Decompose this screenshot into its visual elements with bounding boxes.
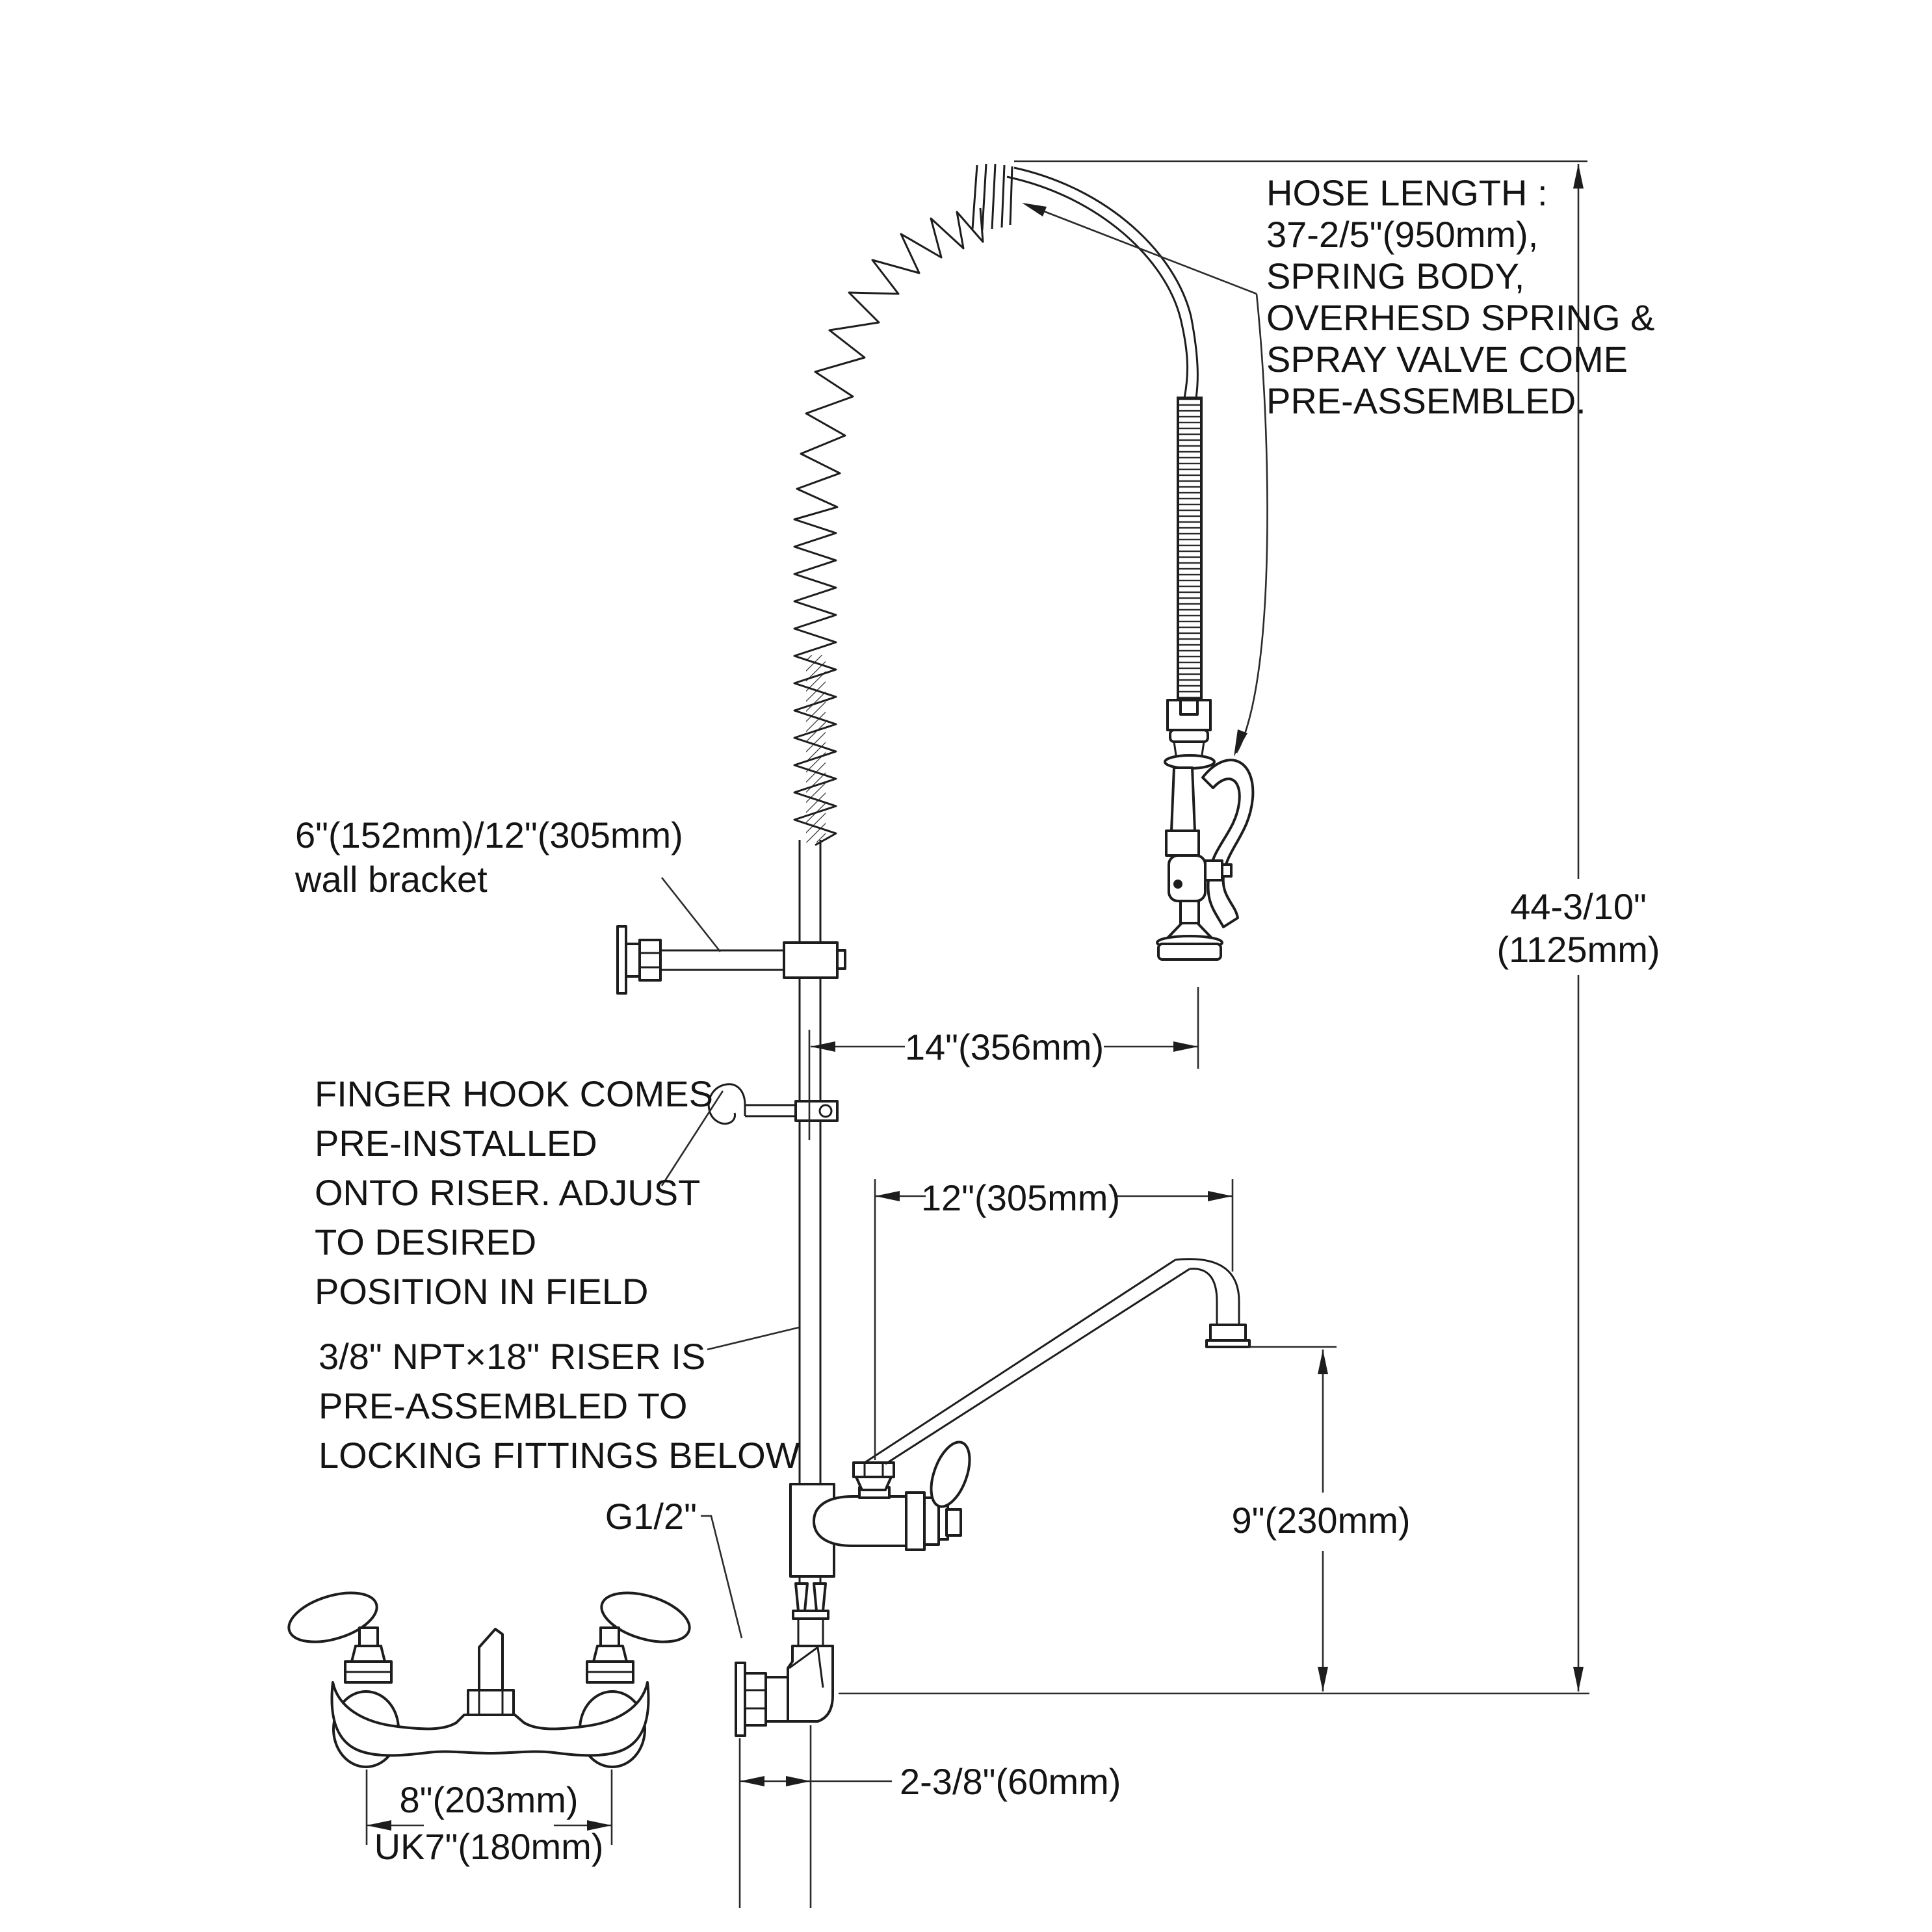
inlet-centers-uk-value: UK7"(180mm) xyxy=(374,1826,604,1867)
faucet-body xyxy=(330,1681,650,1757)
spray-valve xyxy=(1156,699,1255,961)
note-hose-length-line-4: OVERHESD SPRING & xyxy=(1266,297,1654,338)
valve-lower-block xyxy=(1165,829,1200,857)
dim-wall-offset: 2-3/8"(60mm) xyxy=(738,1725,1121,1908)
note-riser: 3/8" NPT×18" RISER IS PRE-ASSEMBLED TO L… xyxy=(319,1326,800,1476)
note-finger-hook-line-1: FINGER HOOK COMES xyxy=(315,1073,713,1114)
wall-offset-value: 2-3/8"(60mm) xyxy=(900,1761,1121,1802)
valve-housing xyxy=(1168,854,1207,902)
finger-hook xyxy=(707,1083,839,1125)
center-outlet-stub xyxy=(467,1628,515,1716)
inlet-centers-value: 8"(203mm) xyxy=(399,1779,578,1820)
add-on-faucet xyxy=(789,1441,971,1578)
note-hose-length: HOSE LENGTH : 37-2/5"(950mm), SPRING BOD… xyxy=(1022,172,1654,757)
bottom-inlet-elbow xyxy=(735,1582,834,1737)
wall-mount-faucet-body xyxy=(287,1591,691,1768)
spout-nozzle xyxy=(1209,1324,1247,1342)
note-finger-hook-line-5: POSITION IN FIELD xyxy=(315,1271,648,1312)
note-wall-bracket: 6"(152mm)/12"(305mm) wall bracket xyxy=(294,815,722,952)
spout-height-value: 9"(230mm) xyxy=(1231,1500,1410,1541)
dim-overall-height: 44-3/10" (1125mm) xyxy=(1496,164,1660,1691)
left-lever-handle xyxy=(287,1591,378,1643)
note-finger-hook-line-2: PRE-INSTALLED xyxy=(315,1123,597,1164)
spray-stem xyxy=(1179,900,1200,924)
reference-lines xyxy=(839,160,1589,1695)
right-lever-handle xyxy=(600,1591,691,1643)
note-finger-hook: FINGER HOOK COMES PRE-INSTALLED ONTO RIS… xyxy=(315,1073,724,1312)
note-riser-line-1: 3/8" NPT×18" RISER IS xyxy=(319,1336,705,1377)
note-finger-hook-line-3: ONTO RISER. ADJUST xyxy=(315,1172,700,1213)
bracket-clamp xyxy=(783,941,839,979)
note-hose-length-line-2: 37-2/5"(950mm), xyxy=(1266,214,1538,255)
overall-height-value: 44-3/10" xyxy=(1510,886,1647,927)
bracket-nut xyxy=(638,939,662,982)
note-wall-bracket-line-1: 6"(152mm)/12"(305mm) xyxy=(295,815,683,855)
coil-spring-hose xyxy=(793,163,1013,846)
spray-face xyxy=(1157,943,1222,961)
spout-reach-value: 12"(305mm) xyxy=(921,1177,1120,1218)
valve-body-tube xyxy=(1170,766,1196,832)
note-hose-length-line-1: HOSE LENGTH : xyxy=(1266,172,1548,213)
spring-coil-zigzag xyxy=(793,207,984,846)
spout-nut xyxy=(852,1461,895,1478)
coupling-ring xyxy=(1169,729,1209,743)
squeeze-handle xyxy=(1201,759,1255,928)
spring-end-coils xyxy=(971,163,1013,231)
note-hose-length-line-3: SPRING BODY, xyxy=(1266,255,1524,296)
addon-handle-base xyxy=(945,1508,962,1537)
wall-bracket xyxy=(616,925,846,995)
note-riser-line-2: PRE-ASSEMBLED TO xyxy=(319,1385,687,1426)
note-hose-length-line-5: SPRAY VALVE COME xyxy=(1266,339,1628,380)
note-finger-hook-line-4: TO DESIRED xyxy=(315,1221,536,1262)
inlet-wall-flange xyxy=(735,1662,746,1737)
note-inlet-thread-value: G1/2" xyxy=(605,1496,697,1537)
addon-handle-lever xyxy=(930,1441,971,1508)
supply-hose xyxy=(1006,166,1199,398)
right-valve-stack xyxy=(586,1591,691,1684)
swing-spout xyxy=(864,1258,1251,1465)
dim-hose-reach: 14"(356mm) xyxy=(808,987,1199,1140)
hook-clamp xyxy=(794,1100,839,1122)
note-wall-bracket-line-2: wall bracket xyxy=(294,859,488,900)
dim-inlet-centers: 8"(203mm) UK7"(180mm) xyxy=(365,1769,613,1867)
elbow-body xyxy=(787,1645,834,1723)
note-riser-line-3: LOCKING FITTINGS BELOW xyxy=(319,1435,800,1476)
hose-reach-value: 14"(356mm) xyxy=(905,1026,1104,1067)
dim-spout-reach: 12"(305mm) xyxy=(874,1177,1234,1460)
dim-spout-height: 9"(230mm) xyxy=(1231,1350,1411,1691)
addon-valve-body xyxy=(813,1495,907,1547)
inlet-nut xyxy=(764,1676,789,1723)
note-inlet-thread: G1/2" xyxy=(605,1496,743,1639)
note-hose-length-line-6: PRE-ASSEMBLED. xyxy=(1266,380,1586,421)
overhead-spring xyxy=(1177,397,1203,701)
overall-height-mm: (1125mm) xyxy=(1496,929,1660,970)
left-valve-stack xyxy=(287,1591,393,1684)
